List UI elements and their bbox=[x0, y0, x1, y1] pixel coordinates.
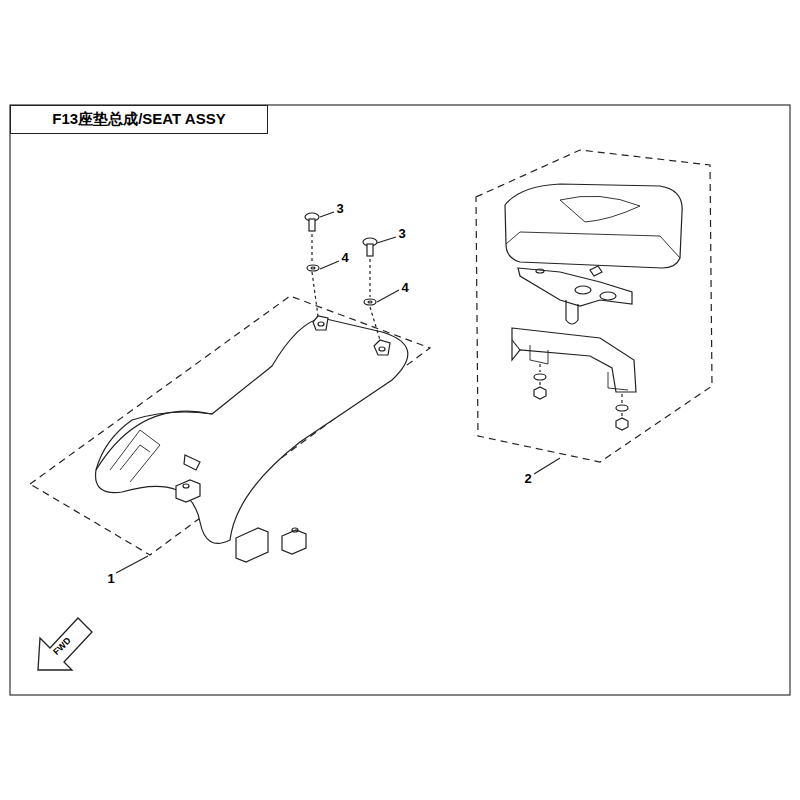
callout-number: 2 bbox=[524, 472, 531, 485]
title-text: F13座垫总成/SEAT ASSY bbox=[52, 110, 225, 129]
title-box: F13座垫总成/SEAT ASSY bbox=[10, 105, 268, 134]
callout-number: 3 bbox=[398, 227, 405, 240]
callout-number: 1 bbox=[107, 572, 114, 585]
callout-number: 4 bbox=[401, 281, 408, 294]
callout-number: 3 bbox=[336, 202, 343, 215]
callout-number: 4 bbox=[341, 251, 348, 264]
